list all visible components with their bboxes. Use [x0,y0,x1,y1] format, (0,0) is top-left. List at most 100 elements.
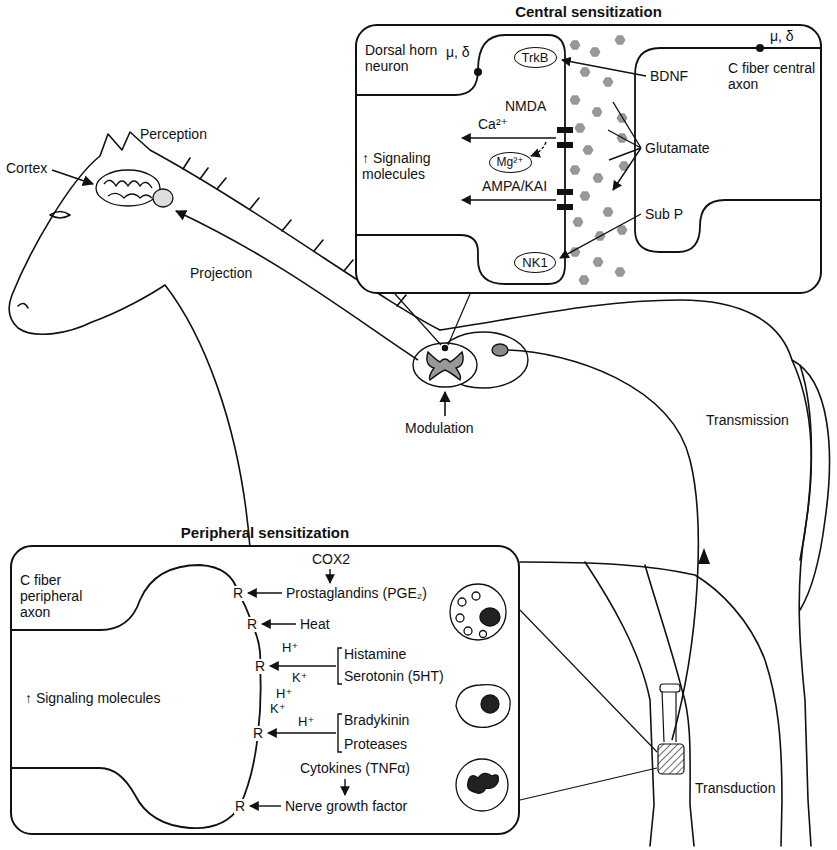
drawing-path [531,142,546,156]
mediator-label: Serotonin (5HT) [344,668,444,684]
mediator-label: Proteases [344,736,407,752]
glutamate-molecule [619,162,629,171]
receptor-label: μ, δ [446,44,470,60]
immune-cells [450,584,510,811]
glutamate-molecule [573,218,583,227]
effect-label: ↑ Signaling molecules [362,150,462,182]
drawing-path [800,365,811,560]
stage-label: Modulation [405,420,474,436]
mediator-label: Histamine [344,646,406,662]
drawing-path [268,732,336,733]
cell-membrane [12,565,261,828]
drawing-ellipse [413,343,477,387]
drawing-path [508,350,698,740]
mediator-label: Glutamate [645,140,710,156]
mediator-label: Prostaglandins (PGE₂) [286,585,427,601]
drawing-circle [481,695,499,713]
drawing-circle [443,346,448,351]
glutamate-molecule [617,114,627,123]
drawing-path [662,690,676,742]
mediator-label: Heat [300,616,330,632]
drawing-ellipse [153,189,173,207]
drawing-path [395,294,470,345]
drawing-circle [456,614,464,622]
inset-title: Peripheral sensitization [12,524,518,542]
drawing-rect [557,204,573,210]
glutamate-molecule [592,108,602,117]
cell-name: Dorsal horn neuron [365,42,447,74]
drawing-circle [450,584,506,640]
drawing-path [444,392,446,416]
glutamate-molecule [617,134,627,143]
drawing-path [562,60,646,76]
ion-label: Ca²⁺ [478,116,508,132]
injured-limb [658,684,684,774]
ion-label: H⁺ [298,714,314,730]
drawing-circle [756,44,764,52]
stage-label: Perception [140,126,207,142]
glutamate-molecule [595,232,605,241]
spinal-cord [413,332,528,388]
drawing-rect [557,142,573,148]
inset-title: Central sensitization [357,3,820,21]
enzyme-label: COX2 [312,551,350,567]
receptor-label: NMDA [505,98,546,114]
glutamate-molecule [580,68,590,77]
anatomy-label: Cortex [6,160,47,176]
glutamate-molecule [570,166,580,175]
drawing-circle [474,68,482,76]
mediator-label: Sub P [645,206,683,222]
stage-label: Transmission [706,412,789,428]
ion-label: H⁺ [276,686,292,702]
drawing-path [520,562,782,846]
drawing-path [250,805,281,806]
glutamate-molecule [570,96,580,105]
glutamate-molecule [580,192,590,201]
drawing-ellipse [480,608,500,626]
drawing-path [270,665,336,666]
cell-membrane [355,35,565,284]
drawing-circle [458,598,466,606]
drawing-path [248,592,282,593]
receptor-name: TrkB [522,50,549,65]
drawing-path [329,569,330,583]
mediator-label: BDNF [650,68,688,84]
mediator-label: Bradykinin [344,712,409,728]
drawing-rect [658,744,684,774]
ion-label: H⁺ [282,640,298,656]
drawing-path [18,303,28,308]
drawing-path [645,565,694,846]
drawing-path [560,214,641,258]
glutamate-molecule [593,258,603,267]
drawing-path [462,199,556,200]
drawing-ellipse [96,170,160,206]
drawing-path [262,623,296,624]
drawing-path [50,212,70,219]
ion-oval: Mg²⁺ [489,152,532,173]
drawing-path [52,170,93,184]
ion-label: K⁺ [292,670,308,686]
glutamate-molecule [603,208,613,217]
central-arrows [462,60,646,258]
glutamate-molecule [579,276,589,285]
drawing-path [585,562,654,846]
drawing-path [462,137,556,138]
cell-name: C fiber peripheral axon [20,572,112,620]
drawing-path [338,648,342,752]
drawing-rect [660,684,680,692]
ion-label: K⁺ [270,701,286,717]
glutamate-molecule [575,124,585,133]
receptor-letter: R [254,659,266,674]
drawing-path [344,779,345,795]
stage-label: Transduction [695,780,775,796]
receptor-letter: R [246,617,258,632]
drawing-path [104,180,152,198]
drawing-path [456,685,510,728]
drawing-path [520,610,657,800]
receptor-name: Mg²⁺ [497,155,524,170]
drawing-circle [472,592,480,600]
glutamate-molecule [570,41,580,50]
effect-label: ↑ Signaling molecules [25,690,160,706]
drawing-rect [557,127,573,133]
mediator-label: Cytokines (TNFα) [300,760,410,776]
